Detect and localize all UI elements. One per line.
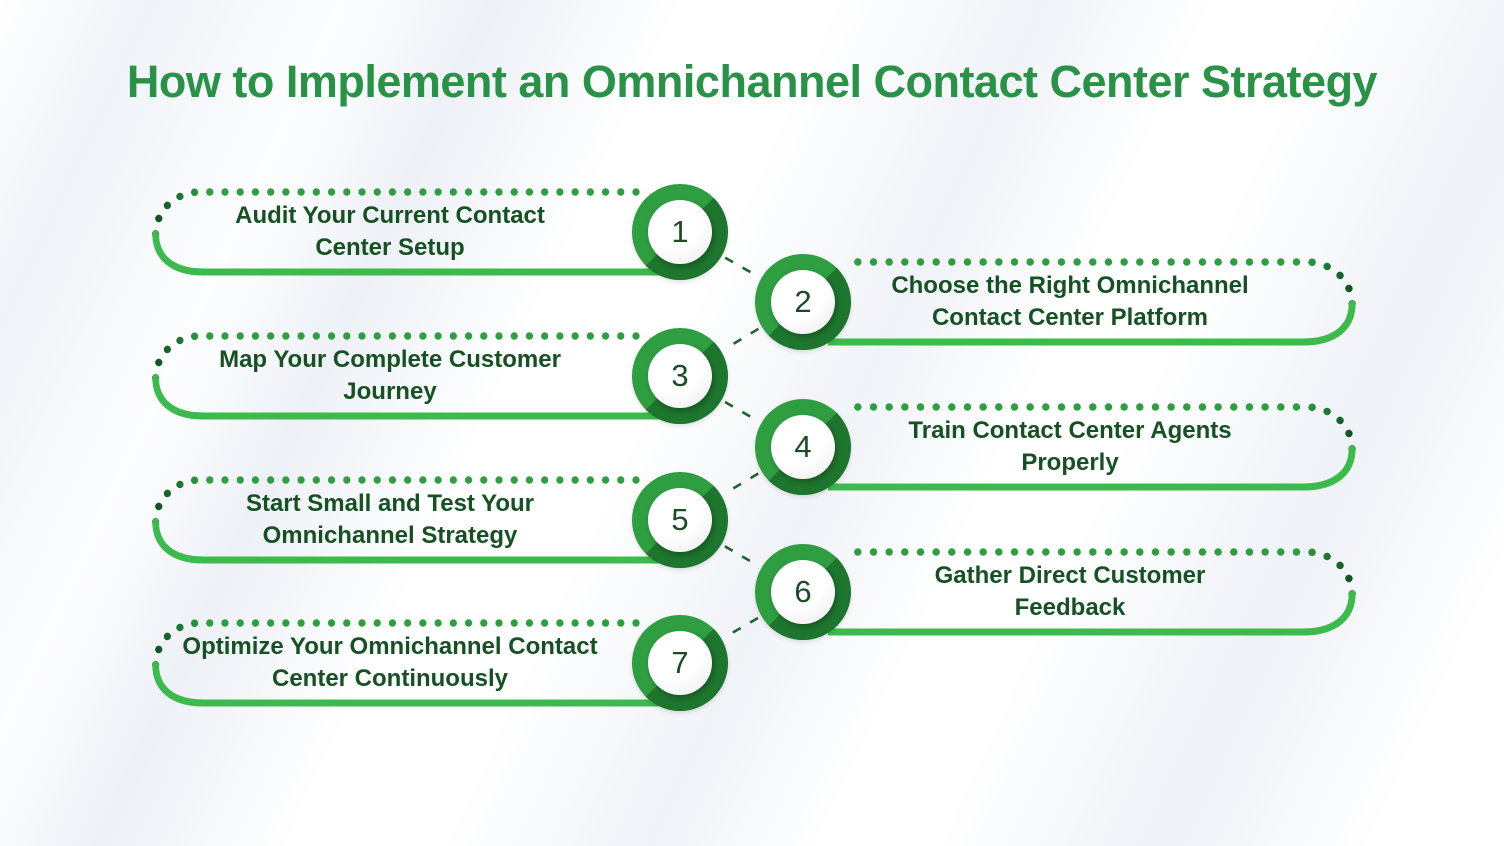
step-number: 5 bbox=[671, 502, 689, 537]
step-number-badge: 4 bbox=[755, 399, 851, 495]
step-pill-outline bbox=[828, 548, 1356, 636]
pill-dotted-border bbox=[152, 332, 642, 382]
badge-inner-circle: 1 bbox=[648, 200, 712, 264]
step-number-badge: 6 bbox=[755, 544, 851, 640]
pill-solid-underline bbox=[152, 230, 665, 276]
step-number: 1 bbox=[671, 214, 689, 249]
connector-5-6 bbox=[724, 545, 759, 567]
pill-dotted-border bbox=[152, 476, 642, 526]
pill-solid-underline bbox=[828, 445, 1356, 491]
pill-solid-underline bbox=[828, 590, 1356, 636]
pill-solid-underline bbox=[152, 374, 665, 420]
pill-dotted-border bbox=[152, 188, 642, 238]
step-pill-outline bbox=[152, 332, 665, 420]
step-number-badge: 7 bbox=[632, 615, 728, 711]
connector-2-3 bbox=[723, 327, 760, 351]
badge-inner-circle: 3 bbox=[648, 344, 712, 408]
pill-solid-underline bbox=[152, 518, 665, 564]
step-number-badge: 1 bbox=[632, 184, 728, 280]
pill-solid-underline bbox=[828, 300, 1356, 346]
badge-inner-circle: 2 bbox=[771, 270, 835, 334]
connector-4-5 bbox=[724, 472, 759, 495]
step-pill-outline bbox=[152, 619, 665, 707]
step-pill-outline bbox=[152, 476, 665, 564]
connector-3-4 bbox=[724, 400, 759, 423]
step-number-badge: 2 bbox=[755, 254, 851, 350]
pill-dotted-border bbox=[851, 258, 1356, 308]
badge-inner-circle: 5 bbox=[648, 488, 712, 552]
step-number: 2 bbox=[794, 284, 812, 319]
pill-dotted-border bbox=[851, 548, 1356, 598]
step-pill-outline bbox=[828, 403, 1356, 491]
step-number: 4 bbox=[794, 429, 812, 464]
step-number-badge: 3 bbox=[632, 328, 728, 424]
step-number: 3 bbox=[671, 358, 689, 393]
step-number: 6 bbox=[794, 574, 812, 609]
page-title: How to Implement an Omnichannel Contact … bbox=[126, 56, 1378, 107]
pill-dotted-border bbox=[851, 403, 1356, 453]
connector-1-2 bbox=[724, 256, 759, 278]
badge-inner-circle: 7 bbox=[648, 631, 712, 695]
connector-6-7 bbox=[724, 616, 759, 639]
step-pill-outline bbox=[152, 188, 665, 276]
badge-inner-circle: 6 bbox=[771, 560, 835, 624]
pill-dotted-border bbox=[152, 619, 642, 669]
badge-inner-circle: 4 bbox=[771, 415, 835, 479]
step-number-badge: 5 bbox=[632, 472, 728, 568]
step-pill-outline bbox=[828, 258, 1356, 346]
step-number: 7 bbox=[671, 645, 689, 680]
pill-solid-underline bbox=[152, 661, 665, 707]
